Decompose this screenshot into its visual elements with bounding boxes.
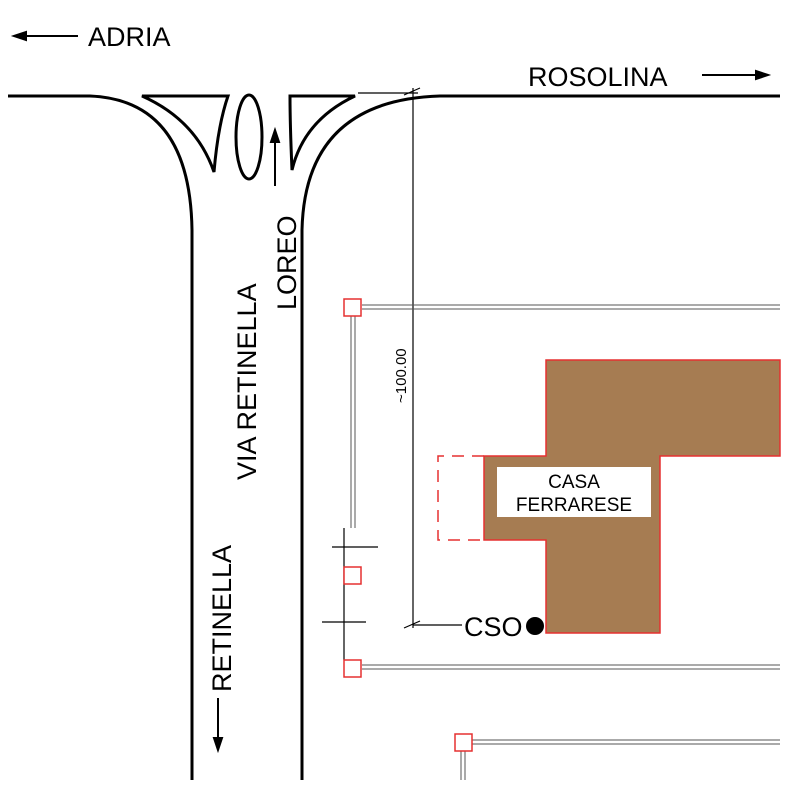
building-dashed-extension bbox=[437, 455, 484, 541]
direction-arrows bbox=[10, 30, 772, 754]
road-network bbox=[8, 94, 780, 780]
building-casa-ferrarese: CASA FERRARESE bbox=[437, 359, 781, 634]
fence-gate-lines bbox=[322, 528, 378, 660]
traffic-islands bbox=[141, 93, 356, 181]
building-label-line1: CASA bbox=[548, 472, 600, 493]
building-label-box bbox=[497, 467, 651, 517]
road-edge-left bbox=[8, 94, 194, 780]
cso-point-icon bbox=[526, 617, 544, 635]
building-label-line2: FERRARESE bbox=[516, 495, 632, 516]
fence-posts bbox=[343, 298, 473, 752]
label-rosolina: ROSOLINA bbox=[528, 62, 668, 92]
label-distance: ~100.00 bbox=[393, 348, 410, 403]
island-center bbox=[234, 93, 264, 181]
island-right bbox=[288, 94, 356, 171]
label-via-retinella: VIA RETINELLA bbox=[232, 283, 262, 480]
road-edge-right bbox=[300, 94, 780, 780]
label-retinella: RETINELLA bbox=[207, 545, 237, 692]
island-left bbox=[141, 94, 231, 173]
fences bbox=[350, 304, 780, 780]
label-adria: ADRIA bbox=[88, 22, 171, 52]
label-cso: CSO bbox=[464, 612, 523, 642]
label-loreo: LOREO bbox=[272, 215, 302, 310]
distance-dimension bbox=[358, 87, 462, 629]
